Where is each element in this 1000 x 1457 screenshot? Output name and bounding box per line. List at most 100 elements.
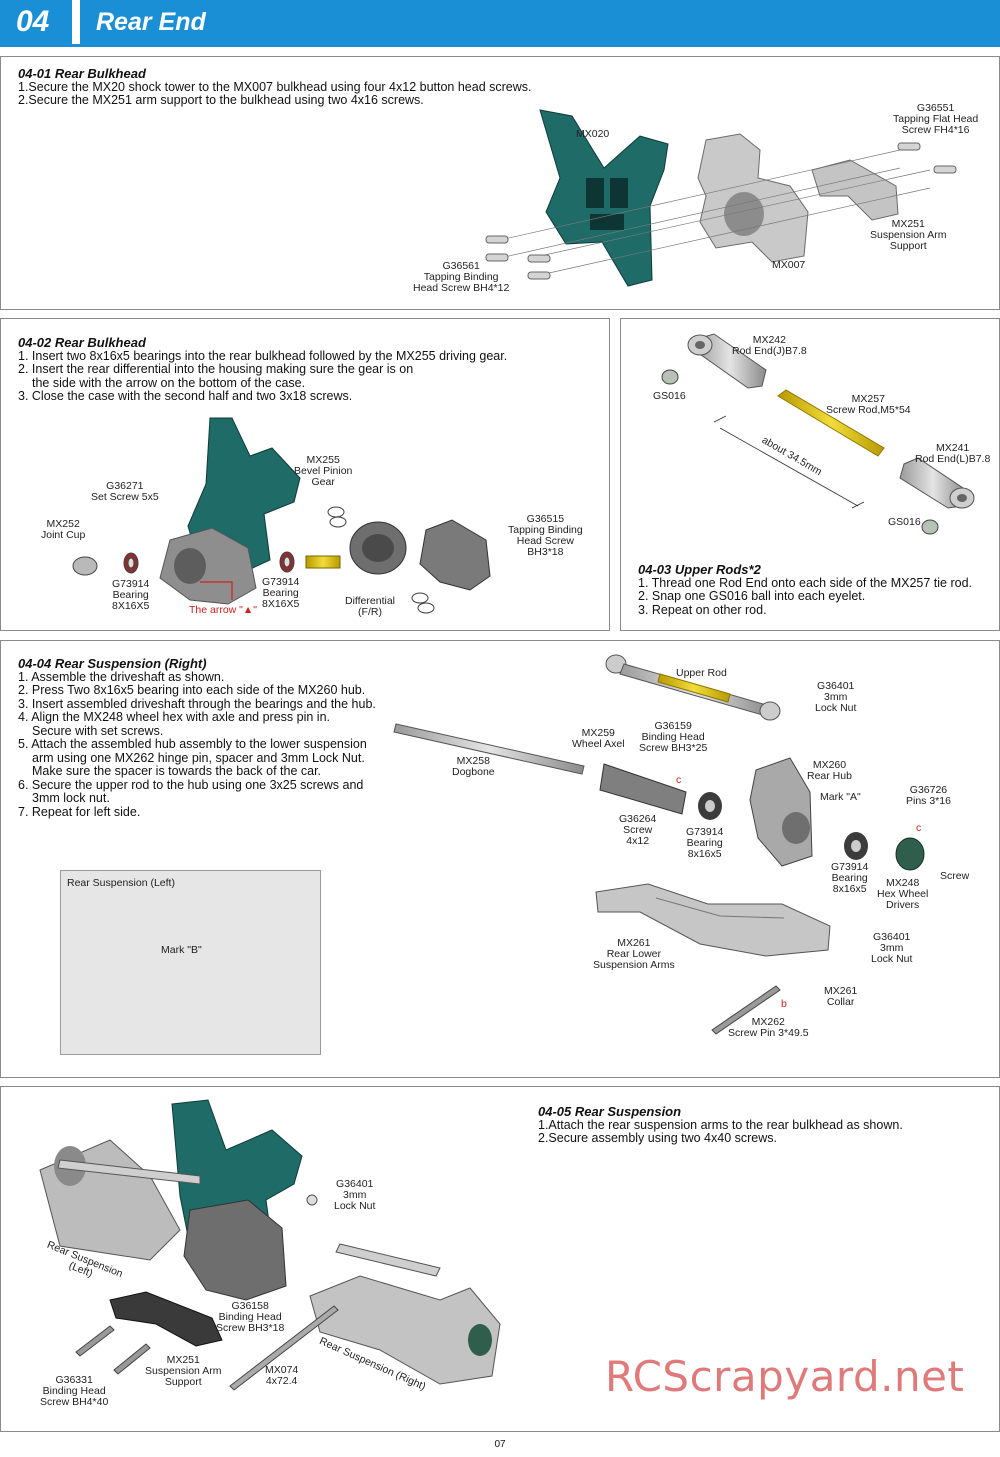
label-g36551: G36551 Tapping Flat Head Screw FH4*16 bbox=[893, 103, 978, 136]
hinge-pin-mx262 bbox=[711, 985, 781, 1035]
label-line: Binding Head bbox=[641, 731, 705, 743]
label-g36726: G36726 Pins 3*16 bbox=[906, 785, 951, 807]
step-title: 04-03 Upper Rods*2 bbox=[638, 562, 761, 577]
label-mx259: MX259 Wheel Axel bbox=[572, 728, 625, 750]
label-line: Pins 3*16 bbox=[906, 795, 951, 807]
label-line: Rear Hub bbox=[807, 770, 852, 782]
label-arrow: The arrow "▲" bbox=[189, 604, 258, 616]
label-mx251: MX251 Suspension Arm Support bbox=[870, 219, 946, 252]
label-line: Lock Nut bbox=[334, 1200, 376, 1212]
label-g36264: G36264 Screw 4x12 bbox=[619, 814, 656, 847]
label-line: Screw FH4*16 bbox=[901, 124, 970, 136]
label-line: 8x16x5 bbox=[832, 883, 867, 895]
label-line: G36159 bbox=[654, 720, 692, 732]
header-rule bbox=[0, 44, 1000, 47]
case-half bbox=[419, 519, 491, 591]
label-line: G73914 bbox=[262, 576, 300, 588]
label-mx251-05: MX251 Suspension Arm Support bbox=[145, 1355, 221, 1388]
label-c-pin: c bbox=[916, 822, 922, 834]
label-line: Head Screw bbox=[516, 535, 574, 547]
label-line: 8X16X5 bbox=[112, 600, 150, 612]
label-line: G36726 bbox=[909, 784, 948, 796]
label-line: 4x72.4 bbox=[265, 1375, 298, 1387]
label-line: BH3*18 bbox=[527, 546, 564, 558]
label-g36401-05: G36401 3mm Lock Nut bbox=[334, 1179, 375, 1212]
tower-04-05 bbox=[171, 1099, 303, 1301]
label-line: Screw BH3*25 bbox=[639, 742, 708, 754]
step-line: 3. Repeat on other rod. bbox=[638, 602, 767, 617]
label-line: G36401 bbox=[336, 1178, 374, 1190]
label-line: G36401 bbox=[873, 931, 911, 943]
label-line: Suspension Arm bbox=[145, 1365, 222, 1377]
label-line: Wheel Axel bbox=[572, 738, 625, 750]
label-line: 3mm bbox=[824, 691, 848, 703]
label-line: Screw BH3*18 bbox=[216, 1322, 285, 1334]
step-line: Make sure the spacer is towards the back… bbox=[32, 764, 322, 778]
label-screw: Screw bbox=[940, 870, 970, 882]
label-line: 4x12 bbox=[626, 835, 650, 847]
label-line: G73914 bbox=[112, 578, 150, 590]
step-line: arm using one MX262 hinge pin, spacer an… bbox=[32, 750, 365, 765]
step-line: Secure with set screws. bbox=[32, 723, 164, 738]
inset-rear-suspension-left: Rear Suspension (Left) Mark "B" bbox=[60, 870, 321, 1055]
label-line: Suspension Arms bbox=[593, 959, 675, 971]
label-line: MX261 bbox=[824, 985, 858, 997]
step-line: 4. Align the MX248 wheel hex with axle a… bbox=[18, 710, 330, 724]
step-line: 1.Attach the rear suspension arms to the… bbox=[538, 1117, 903, 1132]
label-mx248: MX248 Hex Wheel Drivers bbox=[877, 878, 928, 911]
label-line: G36271 bbox=[106, 480, 144, 492]
label-line: G36561 bbox=[442, 260, 480, 272]
step-line: 2. Snap one GS016 ball into each eyelet. bbox=[638, 589, 866, 603]
label-mx262: MX262 Screw Pin 3*49.5 bbox=[728, 1017, 809, 1039]
panel-04-02 bbox=[0, 318, 610, 631]
label-line: Differential bbox=[345, 595, 395, 607]
bearings-04-04 bbox=[698, 792, 868, 860]
bearings-04-02 bbox=[72, 551, 295, 576]
label-line: MX255 bbox=[306, 454, 340, 466]
label-line: Bearing bbox=[112, 589, 149, 601]
label-g73914-right: G73914 Bearing 8X16X5 bbox=[262, 577, 299, 610]
step-04-02: 04-02 Rear Bulkhead 1. Insert two 8x16x5… bbox=[18, 336, 507, 404]
step-line: 1. Thread one Rod End onto each side of … bbox=[638, 575, 973, 590]
rod-end-mx241 bbox=[899, 457, 975, 509]
label-g36158: G36158 Binding Head Screw BH3*18 bbox=[216, 1301, 284, 1334]
wheel-axle-mx259 bbox=[599, 763, 687, 815]
label-line: Bearing bbox=[686, 837, 723, 849]
label-line: (F/R) bbox=[358, 606, 382, 618]
label-gs016-top: GS016 bbox=[653, 390, 686, 402]
label-line: G36401 bbox=[817, 680, 855, 692]
label-upper-rod: Upper Rod bbox=[676, 667, 727, 679]
label-differential: Differential (F/R) bbox=[345, 596, 395, 618]
step-line: 3mm lock nut. bbox=[32, 791, 110, 805]
label-line: Screw BH4*40 bbox=[40, 1396, 109, 1408]
label-line: Drivers bbox=[886, 899, 920, 911]
step-line: 1.Secure the MX20 shock tower to the MX0… bbox=[18, 79, 532, 94]
label-line: Rod End(L)B7.8 bbox=[915, 453, 991, 465]
label-g36401-top: G36401 3mm Lock Nut bbox=[815, 681, 856, 714]
pinion-gear bbox=[305, 555, 341, 569]
label-line: MX074 bbox=[265, 1364, 299, 1376]
label-mx258: MX258 Dogbone bbox=[452, 756, 495, 778]
upper-rod bbox=[605, 654, 781, 721]
label-line: Binding Head bbox=[218, 1311, 282, 1323]
left-assembly-04-05 bbox=[39, 1139, 201, 1261]
label-line: Collar bbox=[826, 996, 855, 1008]
label-mx242: MX242 Rod End(J)B7.8 bbox=[732, 335, 807, 357]
step-line: 2.Secure assembly using two 4x40 screws. bbox=[538, 1131, 777, 1145]
step-line: the side with the arrow on the bottom of… bbox=[32, 375, 306, 390]
screw-rod-mx257 bbox=[777, 389, 885, 457]
label-line: Bearing bbox=[262, 587, 299, 599]
label-mark-b: Mark "B" bbox=[161, 944, 202, 956]
step-line: 1. Insert two 8x16x5 bearings into the r… bbox=[18, 348, 508, 363]
ball-gs016 bbox=[661, 369, 939, 535]
label-line: Tapping Binding bbox=[423, 271, 499, 283]
step-04-01: 04-01 Rear Bulkhead 1.Secure the MX20 sh… bbox=[18, 67, 532, 108]
dimension-line bbox=[713, 415, 865, 509]
label-c-axle: c bbox=[676, 774, 682, 786]
label-line: Lock Nut bbox=[815, 702, 857, 714]
label-line: MX251 bbox=[891, 218, 925, 230]
step-line: 3. Close the case with the second half a… bbox=[18, 389, 353, 403]
screws-04-05 bbox=[75, 1194, 339, 1391]
label-line: G36331 bbox=[55, 1374, 93, 1386]
